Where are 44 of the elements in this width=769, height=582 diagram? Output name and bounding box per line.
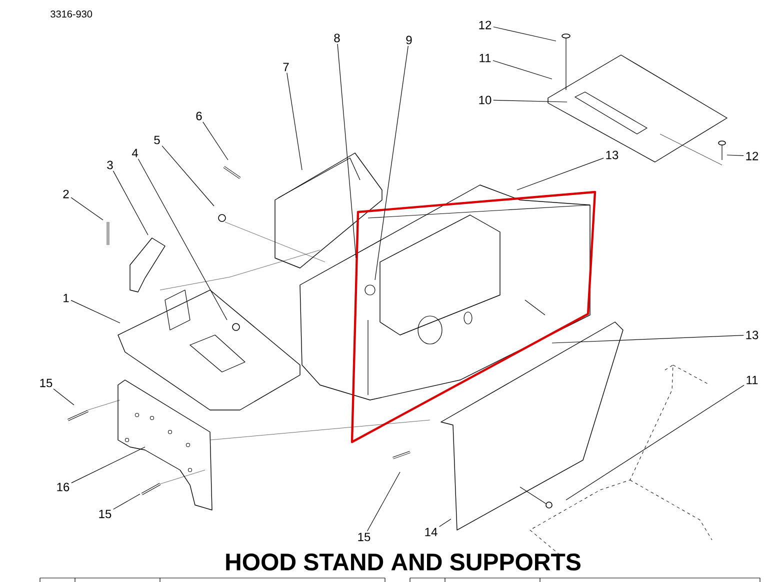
leader-line	[113, 494, 140, 510]
leader-line	[552, 335, 744, 344]
leader-line	[202, 122, 228, 160]
callout-number: 16	[57, 482, 70, 492]
leader-line	[53, 388, 74, 406]
callout-number: 12	[746, 152, 758, 160]
leader-line	[374, 46, 408, 280]
leader-line	[286, 72, 302, 170]
callout-number: 11	[480, 54, 491, 62]
callout-number: 5	[154, 136, 160, 144]
title: HOOD STAND AND SUPPORTS	[226, 554, 580, 570]
callout-number: 4	[132, 148, 138, 158]
leader-line	[138, 158, 228, 320]
leader-line	[112, 170, 148, 236]
leader-line	[516, 158, 604, 190]
leader-line	[162, 146, 214, 206]
callout-number: 6	[196, 112, 202, 120]
leader-line	[366, 472, 400, 532]
leader-line	[71, 446, 146, 484]
leader-line	[439, 518, 452, 527]
leader-line	[493, 100, 568, 102]
callout-number: 8	[334, 34, 340, 42]
leader-line	[566, 384, 744, 500]
drawing-number: 3316-930	[50, 10, 92, 18]
callout-number: 15	[99, 510, 112, 518]
leader-line	[492, 60, 552, 80]
callout-number: 15	[40, 378, 52, 388]
leader-line	[70, 300, 120, 324]
callout-number: 9	[406, 36, 412, 44]
callout-number: 13	[746, 330, 758, 340]
callout-number: 10	[479, 96, 492, 104]
leader-line	[726, 154, 744, 156]
callout-number: 2	[63, 190, 69, 198]
callout-number: 7	[283, 62, 289, 72]
callout-number: 1	[64, 294, 69, 302]
callout-number: 14	[425, 528, 438, 536]
callout-number: 12	[479, 20, 492, 30]
callout-number: 11	[746, 376, 758, 384]
callout-number: 3	[107, 160, 113, 170]
leader-line	[337, 44, 356, 258]
callout-number: 13	[606, 150, 618, 160]
leader-line	[493, 26, 556, 42]
callout-number: 15	[358, 532, 370, 542]
leader-line	[70, 197, 104, 220]
